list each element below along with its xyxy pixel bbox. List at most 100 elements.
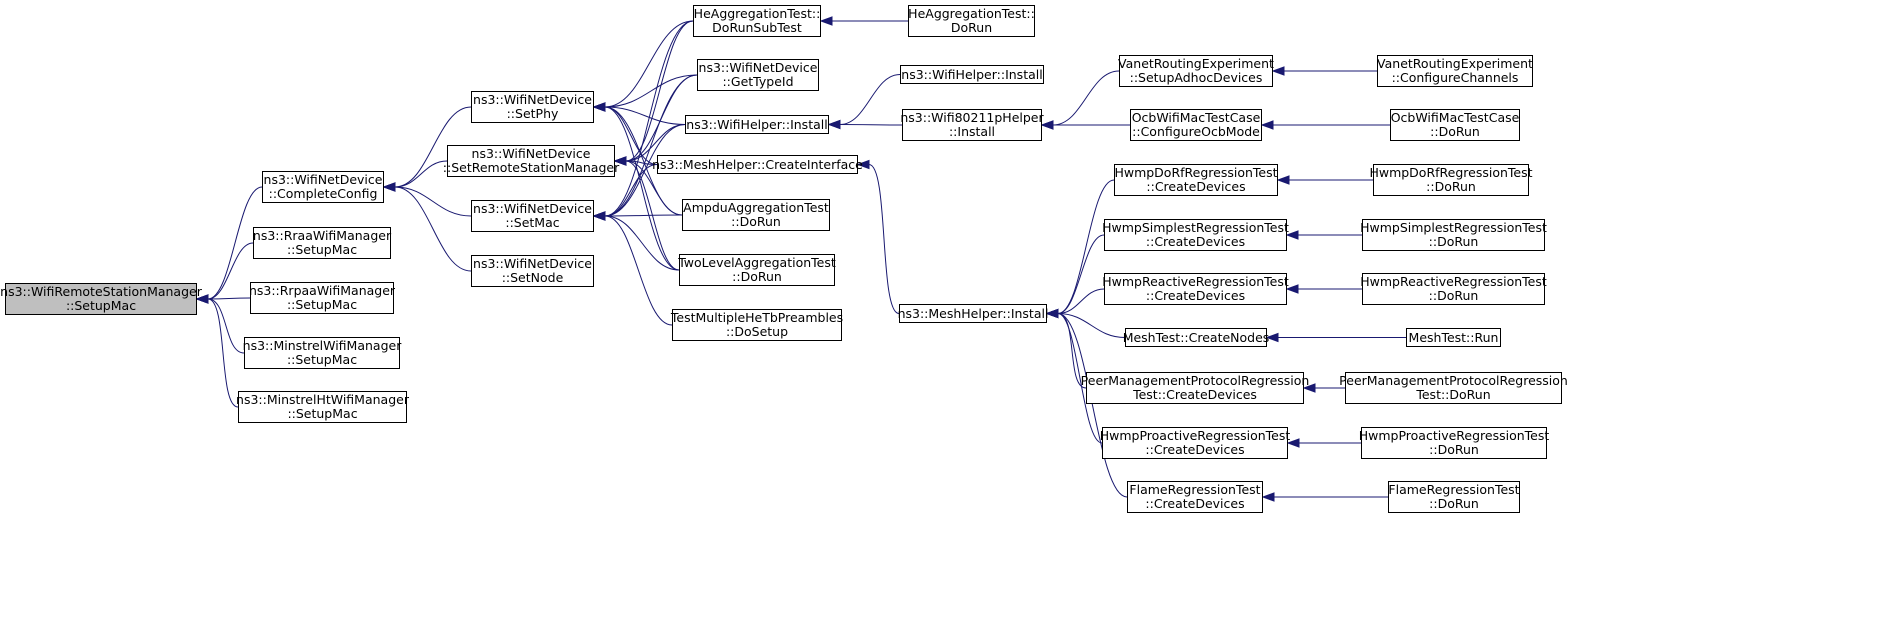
- graph-node-testmulti[interactable]: TestMultipleHeTbPreambles::DoSetup: [670, 309, 844, 341]
- graph-node-setupmac: ns3::WifiRemoteStationManager::SetupMac: [0, 283, 202, 315]
- call-edge: [394, 186, 472, 217]
- graph-node-label: ns3::RraaWifiManager: [252, 228, 392, 243]
- call-edge: [394, 160, 448, 188]
- call-edge: [1057, 288, 1105, 314]
- graph-node-label: ::DoSetup: [725, 324, 789, 339]
- arrowhead-icon: [592, 102, 606, 112]
- call-edge: [604, 74, 698, 217]
- graph-node-setmac[interactable]: ns3::WifiNetDevice::SetMac: [471, 200, 594, 232]
- graph-node-label: ns3::WifiNetDevice: [473, 256, 592, 271]
- graph-node-meshcreatenodes[interactable]: MeshTest::CreateNodes: [1123, 328, 1269, 347]
- graph-node-flamecreate[interactable]: FlameRegressionTest::CreateDevices: [1127, 481, 1263, 513]
- graph-node-label: ::SetMac: [505, 215, 560, 230]
- graph-node-completeconfig[interactable]: ns3::WifiNetDevice::CompleteConfig: [262, 171, 384, 203]
- graph-node-hedorun[interactable]: HeAggregationTest::DoRun: [908, 5, 1035, 37]
- graph-node-label: ::DoRun: [731, 214, 781, 229]
- call-edge: [604, 215, 673, 326]
- graph-node-label: ns3::WifiNetDevice: [473, 201, 592, 216]
- call-edge: [604, 214, 683, 217]
- graph-node-label: ::SetNode: [501, 270, 564, 285]
- graph-node-label: ns3::RrpaaWifiManager: [248, 283, 396, 298]
- graph-node-hwmpsimplerun[interactable]: HwmpSimplestRegressionTest::DoRun: [1360, 219, 1547, 251]
- graph-node-label: ::DoRun: [1428, 288, 1479, 303]
- graph-node-label: ns3::WifiNetDevice: [698, 60, 818, 75]
- arrowhead-icon: [856, 159, 870, 170]
- graph-node-label: HwmpReactiveRegressionTest: [1102, 274, 1289, 289]
- graph-node-hwmpdorfcreate[interactable]: HwmpDoRfRegressionTest::CreateDevices: [1114, 164, 1278, 196]
- graph-node-label: PeerManagementProtocolRegression: [1080, 373, 1310, 388]
- graph-node-meshinstall[interactable]: ns3::MeshHelper::Install: [897, 304, 1049, 323]
- graph-node-hwmpdorfrun[interactable]: HwmpDoRfRegressionTest::DoRun: [1369, 164, 1533, 196]
- graph-node-hwmpreactcreate[interactable]: HwmpReactiveRegressionTest::CreateDevice…: [1102, 273, 1289, 305]
- graph-node-label: ns3::WifiNetDevice: [473, 92, 592, 107]
- graph-node-vanetsetup[interactable]: VanetRoutingExperiment::SetupAdhocDevice…: [1118, 55, 1274, 87]
- graph-node-label: ::GetTypeId: [722, 74, 794, 89]
- graph-node-label: ns3::MinstrelHtWifiManager: [236, 392, 409, 407]
- graph-node-vanetchannels[interactable]: VanetRoutingExperiment::ConfigureChannel…: [1377, 55, 1533, 87]
- graph-node-label: ::DoRun: [1429, 496, 1479, 511]
- call-edge: [394, 106, 472, 188]
- graph-node-setrsm[interactable]: ns3::WifiNetDevice::SetRemoteStationMana…: [443, 145, 619, 177]
- arrowhead-icon: [613, 156, 627, 166]
- call-edge: [207, 242, 254, 300]
- call-edge: [604, 74, 698, 108]
- graph-node-label: DoRun: [950, 20, 993, 35]
- graph-node-setnode[interactable]: ns3::WifiNetDevice::SetNode: [471, 255, 594, 287]
- graph-node-label: OcbWifiMacTestCase: [1390, 110, 1520, 125]
- graph-node-ocbdorun[interactable]: OcbWifiMacTestCase::DoRun: [1390, 109, 1520, 141]
- graph-node-wifihelperinstall2[interactable]: ns3::WifiHelper::Install: [900, 65, 1044, 84]
- graph-node-twolevel[interactable]: TwoLevelAggregationTest::DoRun: [678, 254, 836, 286]
- graph-node-label: ns3::MeshHelper::Install: [897, 305, 1049, 321]
- call-edge: [1057, 313, 1126, 338]
- graph-node-hwmpproactrun[interactable]: HwmpProactiveRegressionTest::DoRun: [1359, 427, 1549, 459]
- arrowhead-icon: [1260, 120, 1274, 130]
- graph-node-label: ::CompleteConfig: [268, 186, 378, 201]
- call-edge: [1057, 179, 1115, 314]
- graph-node-wifihelperinstall[interactable]: ns3::WifiHelper::Install: [685, 115, 829, 134]
- graph-node-label: ns3::WifiNetDevice: [263, 172, 383, 187]
- graph-node-createinterface[interactable]: ns3::MeshHelper::CreateInterface: [652, 155, 863, 174]
- call-edge: [1057, 313, 1128, 498]
- arrowhead-icon: [195, 294, 209, 304]
- arrowhead-icon: [1286, 438, 1300, 448]
- graph-node-label: ::CreateDevices: [1145, 442, 1245, 457]
- arrowhead-icon: [1276, 175, 1290, 185]
- graph-node-label: HwmpDoRfRegressionTest: [1114, 165, 1278, 180]
- arrowhead-icon: [1285, 284, 1299, 294]
- graph-node-label: ns3::WifiRemoteStationManager: [0, 284, 202, 299]
- graph-node-label: ::SetRemoteStationManager: [442, 160, 620, 175]
- graph-node-wifi80211p[interactable]: ns3::Wifi80211pHelper::Install: [900, 109, 1044, 141]
- graph-node-label: HwmpSimplestRegressionTest: [1360, 220, 1547, 235]
- graph-node-label: ::CreateDevices: [1145, 234, 1246, 249]
- graph-node-minstrelht[interactable]: ns3::MinstrelHtWifiManager::SetupMac: [236, 391, 409, 423]
- call-edge: [1057, 313, 1103, 444]
- graph-node-ampdu[interactable]: AmpduAggregationTest::DoRun: [682, 199, 830, 231]
- graph-node-meshtestrun[interactable]: MeshTest::Run: [1406, 328, 1501, 347]
- graph-node-flamerun[interactable]: FlameRegressionTest::DoRun: [1388, 481, 1520, 513]
- graph-node-hwmpsimplecreate[interactable]: HwmpSimplestRegressionTest::CreateDevice…: [1102, 219, 1289, 251]
- graph-node-ocbconfig[interactable]: OcbWifiMacTestCase::ConfigureOcbMode: [1130, 109, 1262, 141]
- graph-node-label: TwoLevelAggregationTest: [678, 255, 836, 270]
- graph-node-label: ::SetupMac: [286, 297, 358, 312]
- graph-node-hwmpproactcreate[interactable]: HwmpProactiveRegressionTest::CreateDevic…: [1100, 427, 1290, 459]
- graph-node-label: ::SetupMac: [286, 242, 358, 257]
- graph-node-label: ::DoRun: [732, 269, 782, 284]
- graph-node-label: ::DoRun: [1428, 234, 1479, 249]
- call-edge: [207, 298, 245, 354]
- call-edge: [207, 298, 239, 408]
- call-edge: [604, 106, 686, 125]
- graph-node-label: TestMultipleHeTbPreambles: [670, 310, 844, 325]
- graph-node-minstrel[interactable]: ns3::MinstrelWifiManager::SetupMac: [243, 337, 401, 369]
- graph-node-hwmpreactrun[interactable]: HwmpReactiveRegressionTest::DoRun: [1360, 273, 1547, 305]
- call-edge: [394, 186, 472, 272]
- graph-node-gettypeid[interactable]: ns3::WifiNetDevice::GetTypeId: [697, 59, 819, 91]
- graph-node-raa[interactable]: ns3::RraaWifiManager::SetupMac: [253, 227, 391, 259]
- graph-node-hedorunsub[interactable]: HeAggregationTest::DoRunSubTest: [693, 5, 821, 37]
- graph-node-rrpaa[interactable]: ns3::RrpaaWifiManager::SetupMac: [248, 282, 396, 314]
- graph-node-setphy[interactable]: ns3::WifiNetDevice::SetPhy: [471, 91, 594, 123]
- arrowhead-icon: [1045, 308, 1059, 319]
- graph-node-label: ns3::MeshHelper::CreateInterface: [652, 156, 863, 172]
